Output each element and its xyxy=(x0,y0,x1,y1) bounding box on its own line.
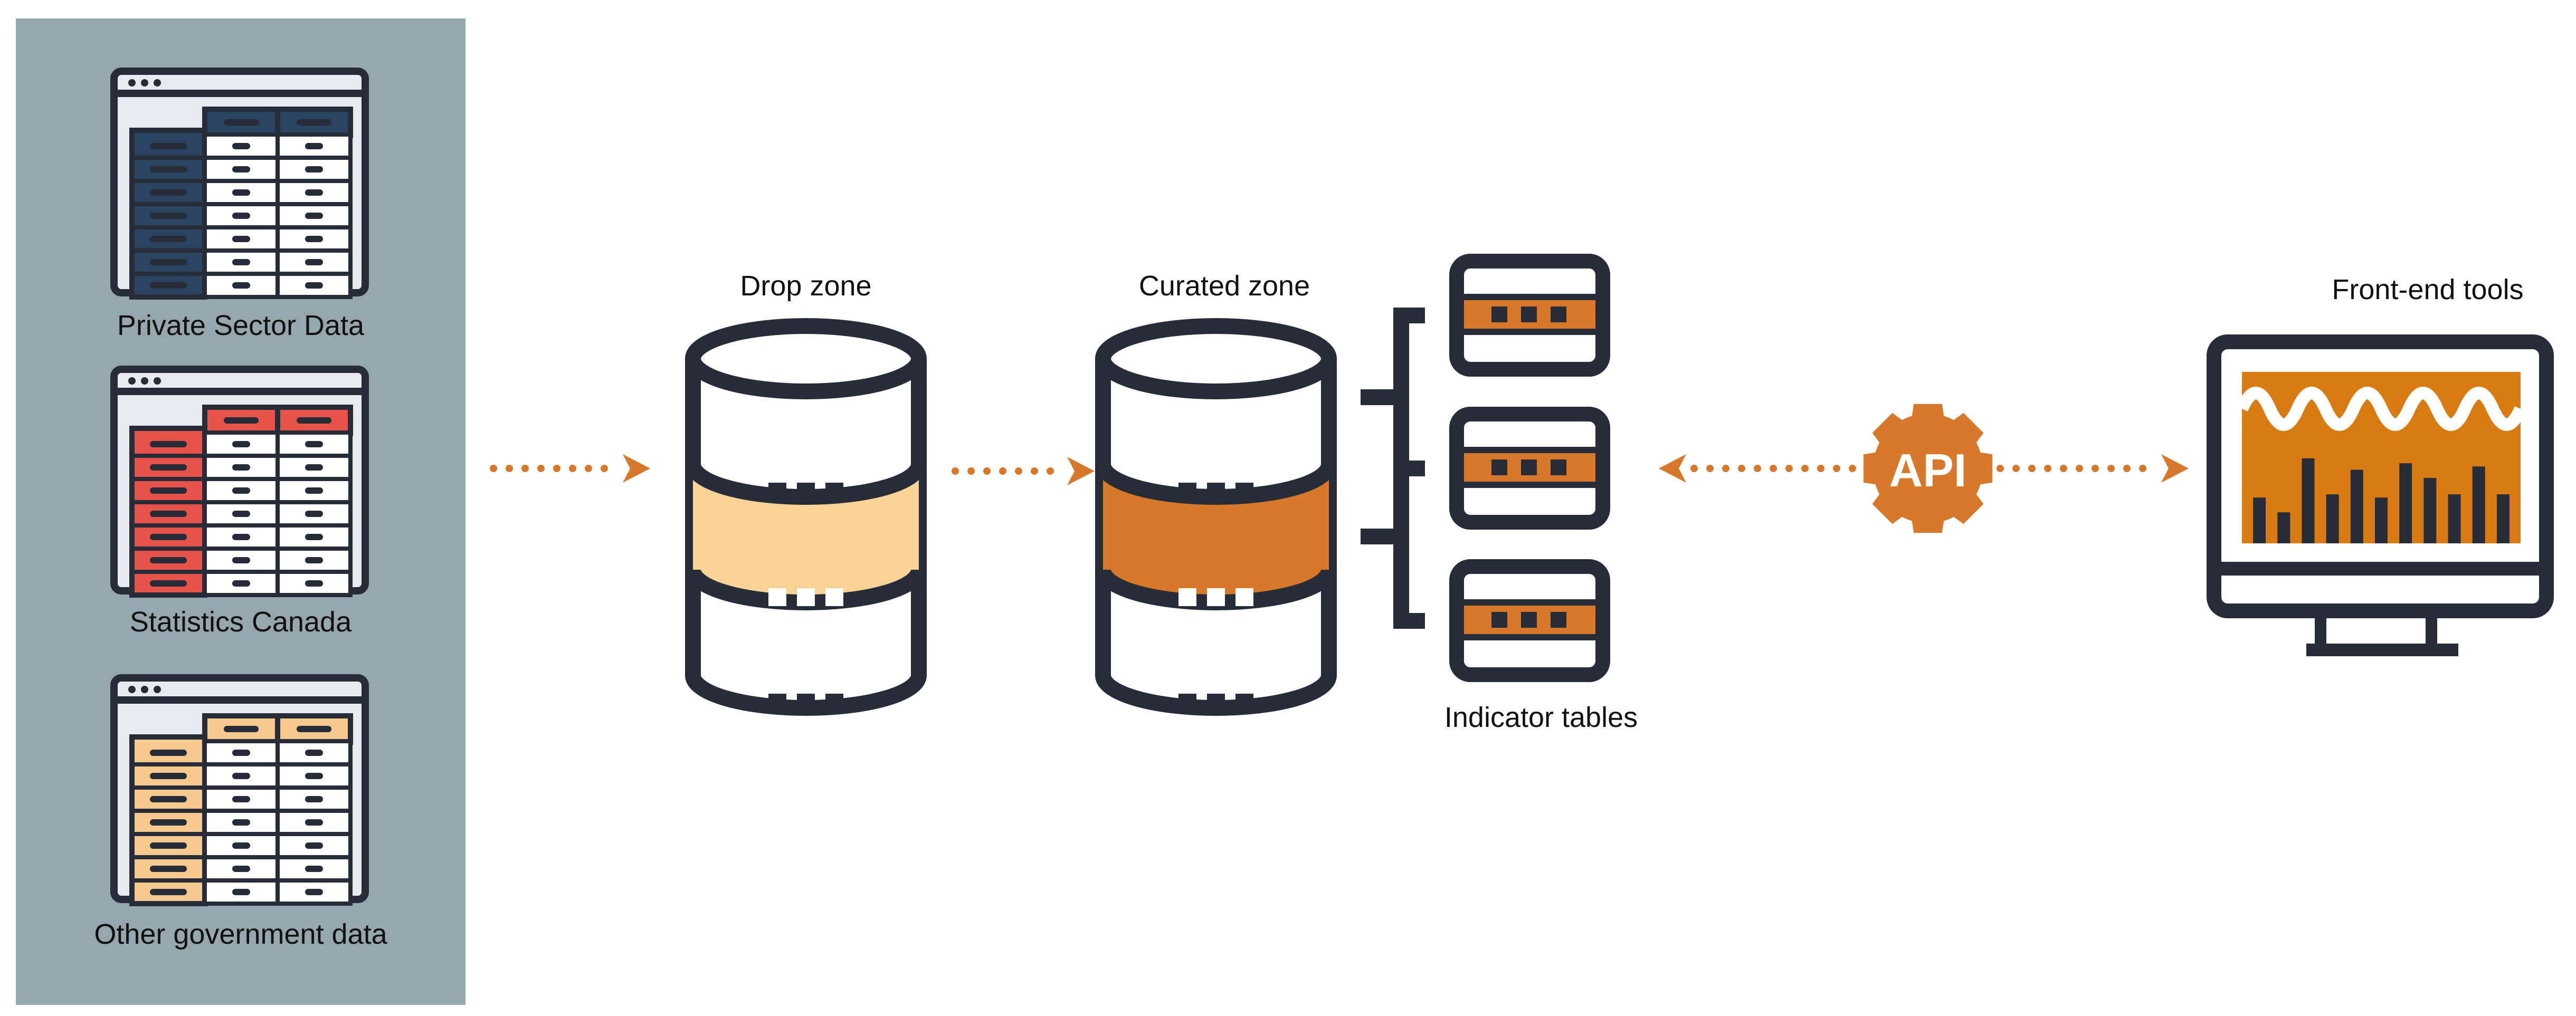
indicator-table-icon xyxy=(1449,559,1610,682)
chart-bar xyxy=(2496,494,2510,543)
chart-bar xyxy=(2448,494,2461,543)
chart-bar xyxy=(2350,469,2363,543)
arrow-drop-to-curated-icon xyxy=(952,457,1095,485)
chart-bar xyxy=(2399,463,2412,543)
statistics-canada-label: Statistics Canada xyxy=(130,606,352,638)
chart-bar xyxy=(2423,478,2437,543)
chart-bar xyxy=(2326,494,2339,543)
chart-bar xyxy=(2302,458,2315,543)
chart-bar xyxy=(2277,512,2290,543)
indicator-tables-label: Indicator tables xyxy=(1444,702,1638,733)
private-sector-data-label: Private Sector Data xyxy=(117,310,365,341)
other-government-data-label: Other government data xyxy=(94,918,387,950)
chart-bar xyxy=(2375,497,2388,543)
chart-bar xyxy=(2472,466,2485,543)
indicator-table-icon xyxy=(1449,407,1610,530)
other-government-data-icon xyxy=(110,674,369,906)
arrow-api-frontend-icon xyxy=(1997,454,2189,483)
indicator-table-icon xyxy=(1449,254,1610,377)
front-end-tools-label: Front-end tools xyxy=(2332,274,2523,305)
bracket-connector-icon xyxy=(1361,308,1425,629)
arrow-sources-to-drop-icon xyxy=(490,454,650,483)
private-sector-data-icon xyxy=(110,68,369,300)
statistics-canada-icon xyxy=(110,366,369,598)
arrow-tables-api-icon xyxy=(1659,454,1856,483)
drop-zone-database-icon xyxy=(685,318,927,716)
front-end-monitor-icon xyxy=(2207,334,2554,656)
drop-zone-label: Drop zone xyxy=(740,270,871,302)
curated-zone-label: Curated zone xyxy=(1139,270,1310,302)
api-label: API xyxy=(1889,444,1967,496)
api-gear-icon xyxy=(1863,404,1993,533)
chart-bar xyxy=(2253,497,2266,543)
curated-zone-database-icon xyxy=(1095,318,1337,716)
